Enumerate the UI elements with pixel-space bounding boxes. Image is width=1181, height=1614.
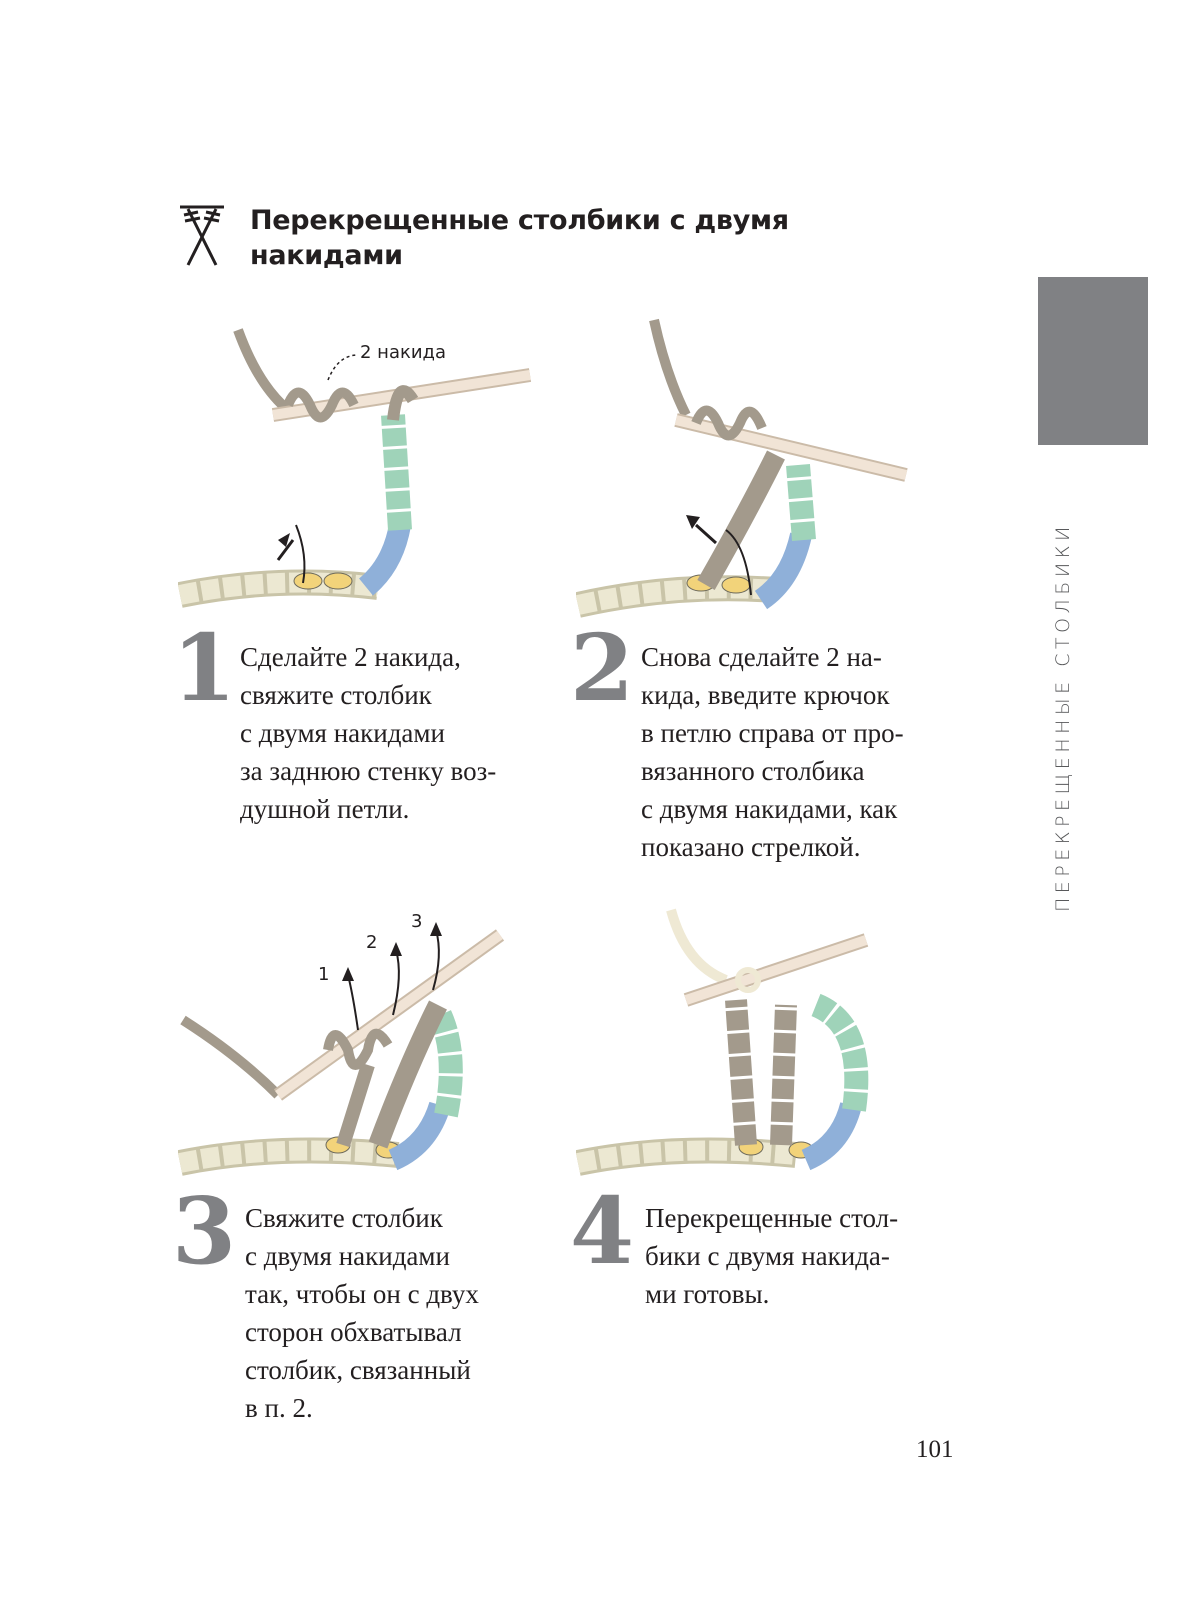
step-2-text: Снова сделайте 2 на- кида, введите крючо…	[641, 642, 904, 862]
step-2-number: 2	[570, 614, 635, 722]
arrow-label-2: 2	[366, 932, 377, 953]
step-1-illustration: 2 накида	[178, 328, 532, 608]
step-4-text: Перекрещенные стол- бики с двумя накида-…	[645, 1203, 899, 1309]
step-1-number: 1	[172, 614, 237, 722]
step-3-illustration: 1 2 3	[178, 911, 505, 1176]
side-chapter-label: ПЕРЕКРЕЩЕННЫЕ СТОЛБИКИ	[1052, 522, 1074, 912]
step-1-text: Сделайте 2 накида, свяжите столбик с дву…	[240, 642, 497, 824]
arrow-label-3: 3	[411, 911, 422, 932]
page-number: 101	[916, 1436, 954, 1463]
foundation-chain	[178, 569, 380, 608]
arrow-label-1: 1	[318, 964, 329, 985]
two-yarn-overs-label: 2 накида	[360, 342, 446, 363]
page-title: Перекрещенные столбики с двумя накидами	[250, 205, 789, 271]
chapter-tab	[1038, 277, 1148, 445]
step-3-text: Свяжите столбик с двумя накидами так, чт…	[245, 1203, 479, 1423]
crossed-double-crochet-symbol-icon	[180, 205, 224, 266]
step-3-number: 3	[172, 1177, 237, 1285]
step-2-illustration	[576, 318, 908, 618]
step-4-illustration	[576, 908, 869, 1176]
step-4-number: 4	[570, 1177, 635, 1285]
